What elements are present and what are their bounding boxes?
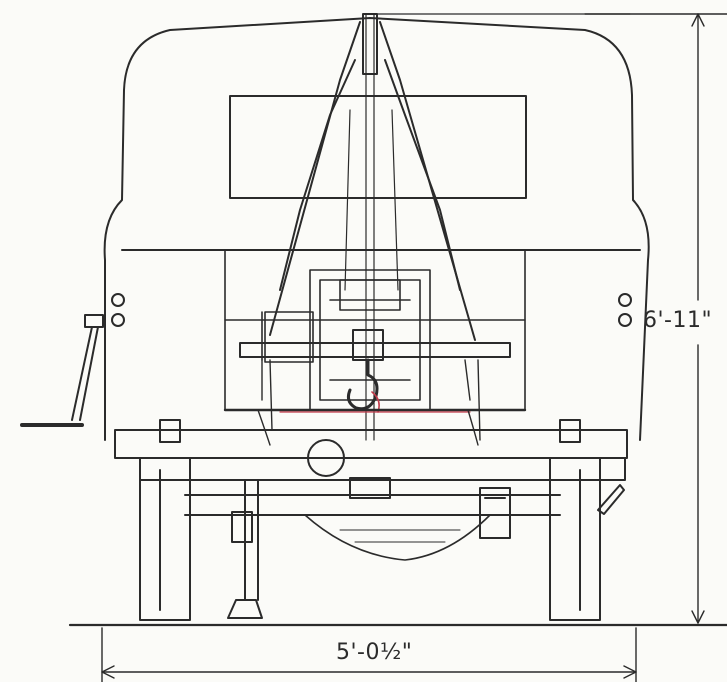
chassis-frame [139,457,626,481]
tank-circle [307,439,345,477]
winch-crank-handle [20,314,104,427]
cab-body [103,17,650,441]
winch-machinery [261,269,431,411]
width-dimension [101,627,637,682]
bumper-block-right [559,419,581,443]
rear-bumper [114,429,628,459]
width-dimension-label: 5'-0½" [336,640,413,665]
tail-light-right-lower [618,313,632,327]
wheel-left [139,457,191,621]
crane-a-frame [269,13,631,441]
bumper-block-left [159,419,181,443]
wheel-right [549,457,601,621]
tail-light-right-upper [618,293,632,307]
center-block [349,477,391,499]
tail-light-left-upper [111,293,125,307]
right-side-bracket [597,484,625,515]
stabilizer-jack-left [227,479,263,619]
height-dimension [584,13,727,624]
rear-window [229,95,527,199]
tow-chains [257,359,481,446]
stabilizer-jack-right [479,487,511,539]
crane-crossbar [239,342,511,358]
tail-light-left-lower [111,313,125,327]
differential-housing [304,514,491,561]
height-dimension-label: 6'-11" [643,308,713,333]
